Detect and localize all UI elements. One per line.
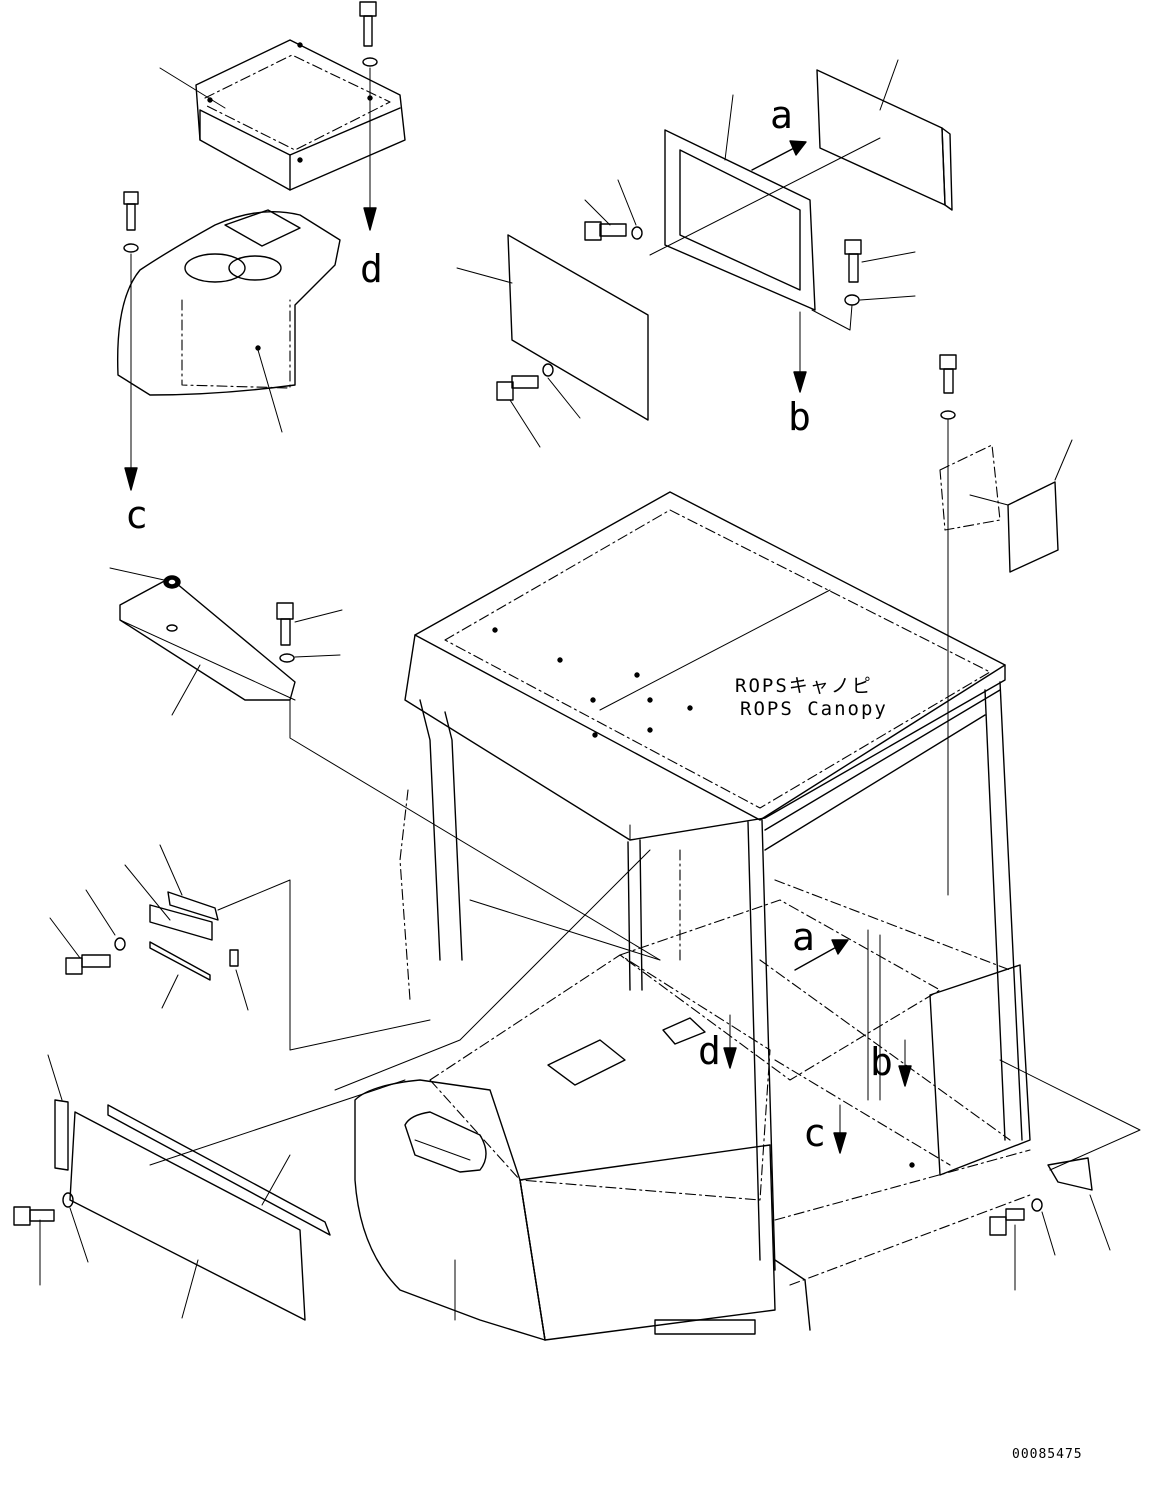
label-b-top: b xyxy=(788,395,811,439)
bolt-bracket-part xyxy=(276,602,343,663)
label-c-top: c xyxy=(125,493,148,537)
bolt-top-part xyxy=(359,1,378,231)
small-bracket-part xyxy=(999,1059,1141,1251)
cover-box-part xyxy=(159,39,406,191)
bolt-panel-2 xyxy=(496,363,581,448)
pad-a-part xyxy=(816,59,953,211)
canopy-label-jp: ROPSキャノピ xyxy=(735,675,873,697)
label-d-top: d xyxy=(360,247,383,291)
label-c-inside: c xyxy=(803,1111,826,1155)
bolt-panel-1 xyxy=(584,179,643,241)
bolt-small-bracket-part xyxy=(989,1198,1056,1291)
canopy-label-en: ROPS Canopy xyxy=(740,698,888,720)
bolt-strip-part xyxy=(49,889,126,975)
flat-plate-part xyxy=(456,234,649,421)
bolt-long-cover-part xyxy=(13,1192,89,1286)
bolt-console-part xyxy=(123,191,139,491)
strip-parts xyxy=(124,844,431,1051)
label-b-inside: b xyxy=(870,1040,893,1084)
bolt-right-part xyxy=(939,354,957,896)
label-d-inside: d xyxy=(698,1029,721,1073)
drawing-number: 00085475 xyxy=(1012,1447,1083,1462)
label-a-inside: a xyxy=(792,915,815,959)
label-a-top: a xyxy=(770,93,793,137)
long-cover-part xyxy=(47,1054,406,1321)
console-cover-part xyxy=(116,209,341,433)
side-pad-part xyxy=(939,439,1073,573)
frame-panel-part xyxy=(664,94,816,311)
rops-canopy xyxy=(354,491,1031,1341)
bolt-panel-3 xyxy=(811,239,916,331)
angle-bracket-part xyxy=(109,567,296,716)
